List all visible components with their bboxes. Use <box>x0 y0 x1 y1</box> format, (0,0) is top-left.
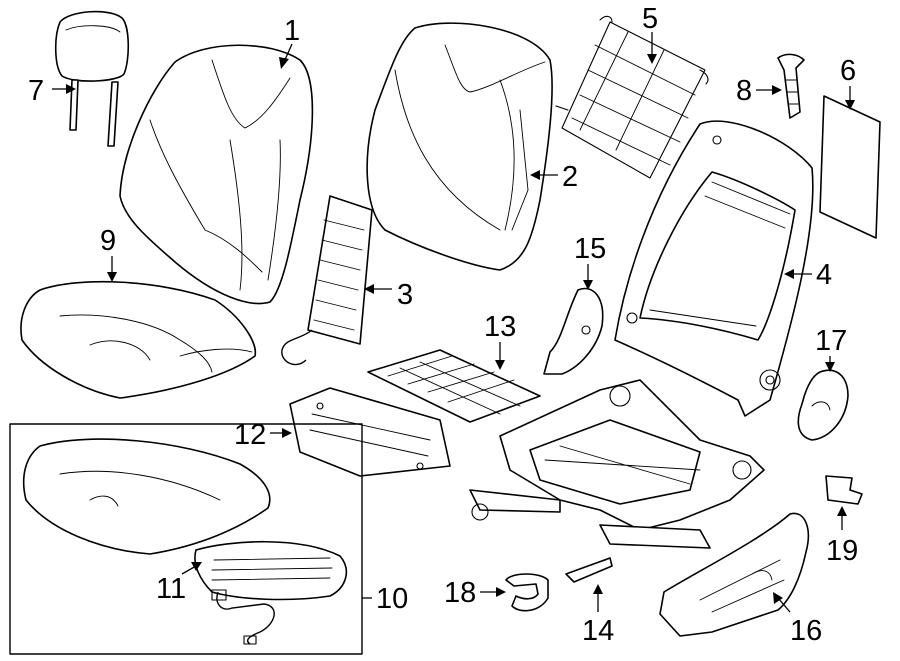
callout-10-number: 10 <box>376 583 408 615</box>
callout-15-number: 15 <box>574 233 606 265</box>
callout-10: 10 <box>362 583 408 615</box>
callout-3: 3 <box>364 279 413 311</box>
part-seatback-rear <box>366 22 553 271</box>
callout-18-number: 18 <box>444 577 476 609</box>
part-trim-cap <box>797 369 849 441</box>
part-lumbar-mat <box>281 195 373 366</box>
part-seat-pan <box>289 387 451 477</box>
inset-box <box>9 423 363 655</box>
callout-5: 5 <box>642 3 658 64</box>
part-cushion-cover <box>20 280 257 399</box>
part-clip <box>777 53 805 119</box>
callout-7: 7 <box>28 75 76 107</box>
callout-9: 9 <box>100 225 117 282</box>
part-cushion-suspension <box>367 349 541 423</box>
callout-16: 16 <box>773 592 822 647</box>
callout-14: 14 <box>582 584 614 647</box>
callout-4-number: 4 <box>816 259 832 291</box>
callout-3-number: 3 <box>397 279 413 311</box>
part-seatback-cover <box>119 44 314 305</box>
part-seatback-frame <box>614 120 814 417</box>
callout-19-number: 19 <box>826 535 858 567</box>
callout-17-number: 17 <box>815 325 847 357</box>
callout-11-number: 11 <box>156 573 186 605</box>
callout-1: 1 <box>279 15 300 69</box>
part-back-suspension <box>555 15 709 179</box>
callout-19: 19 <box>826 506 858 567</box>
callout-4: 4 <box>784 259 832 291</box>
callout-15: 15 <box>574 233 606 290</box>
callout-13-number: 13 <box>484 311 516 343</box>
callout-8: 8 <box>736 75 782 107</box>
part-seat-track <box>469 379 765 549</box>
callout-11: 11 <box>156 562 202 605</box>
callout-7-number: 7 <box>28 75 44 107</box>
part-headrest <box>54 10 130 147</box>
part-side-shield <box>659 512 810 637</box>
part-bracket <box>505 573 549 612</box>
callout-13: 13 <box>484 311 516 370</box>
callout-18: 18 <box>444 577 506 609</box>
part-label <box>819 95 881 239</box>
part-shield <box>543 287 604 375</box>
callout-14-number: 14 <box>582 615 614 647</box>
callout-8-number: 8 <box>736 75 752 107</box>
part-retainer-clip <box>825 475 863 505</box>
callout-6: 6 <box>840 55 856 110</box>
part-track-cover <box>565 557 613 583</box>
callout-9-number: 9 <box>100 225 116 257</box>
callout-1-number: 1 <box>284 15 300 47</box>
callout-2-number: 2 <box>562 161 578 193</box>
callout-2: 2 <box>530 161 578 193</box>
callout-17: 17 <box>815 325 847 372</box>
callout-16-number: 16 <box>790 615 822 647</box>
callout-6-number: 6 <box>840 55 856 87</box>
callout-5-number: 5 <box>642 3 658 35</box>
